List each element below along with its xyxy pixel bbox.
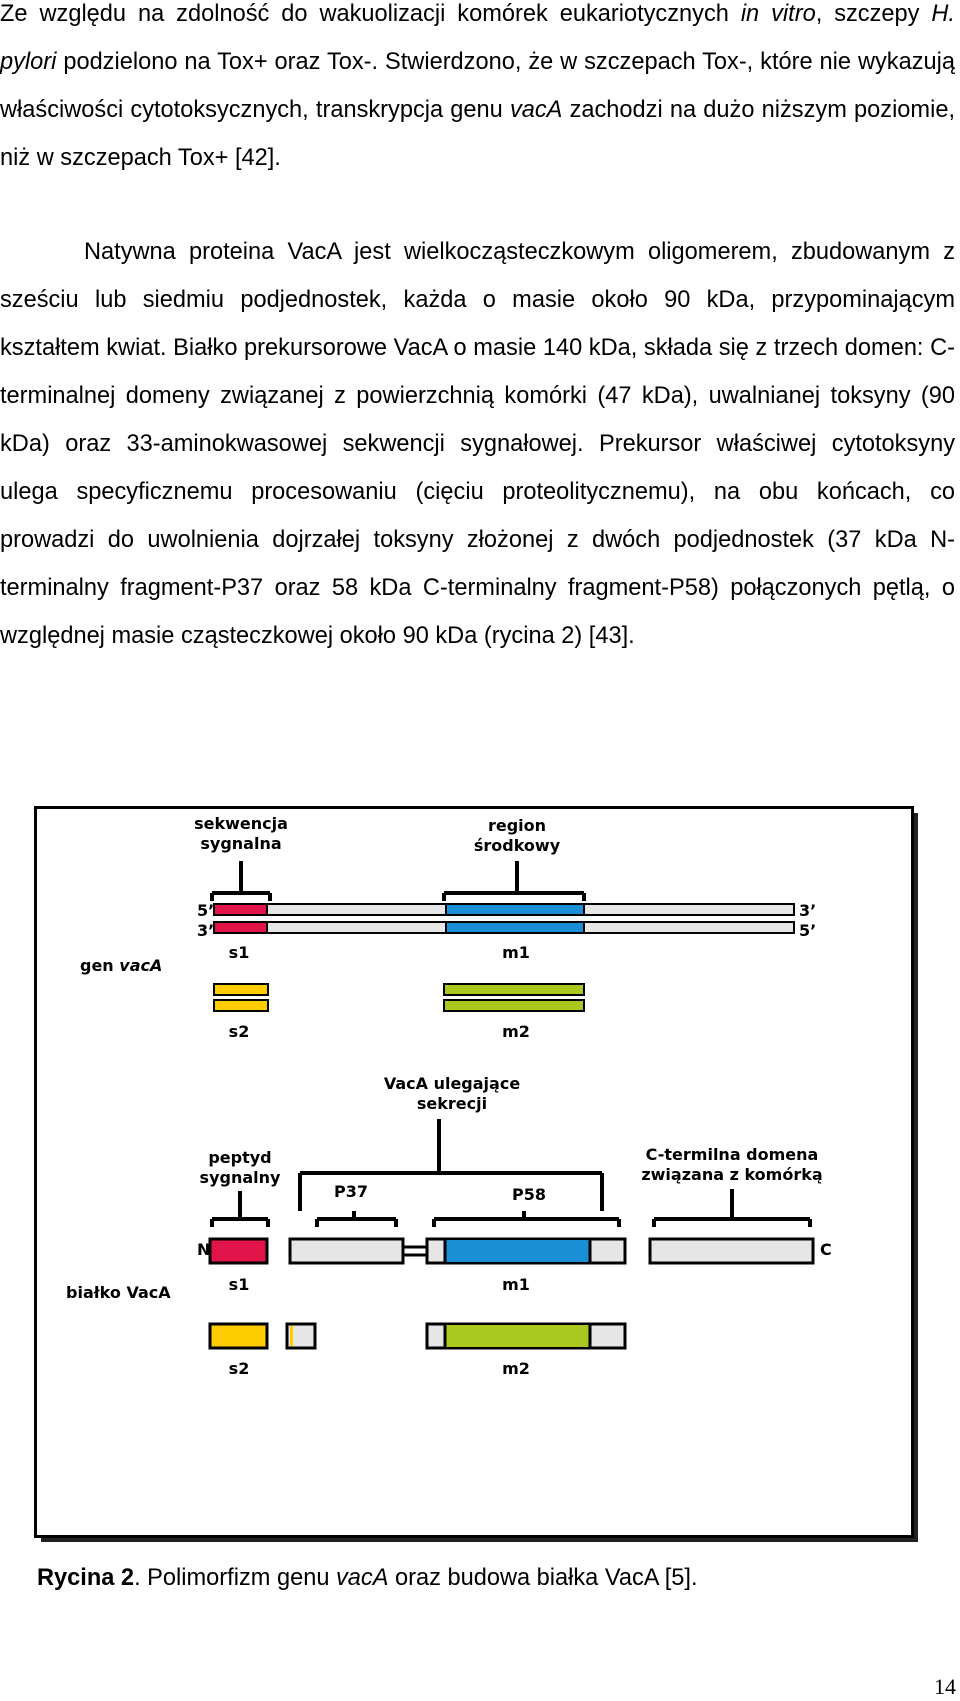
figure-caption: Rycina 2. Polimorfizm genu vacA oraz bud… xyxy=(37,1565,698,1592)
dna-m1-top xyxy=(446,905,584,914)
label-s1-gene: s1 xyxy=(229,943,250,962)
label-3prime-right: 3’ xyxy=(799,901,816,920)
bracket-p37 xyxy=(315,1211,398,1227)
gene-m2-top xyxy=(443,983,585,996)
label-secreted-1: VacA ulegające xyxy=(384,1074,520,1093)
label-p58: P58 xyxy=(512,1185,546,1204)
label-s1-protein: s1 xyxy=(229,1275,250,1294)
label-c-terminus: C xyxy=(820,1240,832,1259)
label-5prime-left: 5’ xyxy=(197,901,214,920)
text: podzielono na Tox+ oraz Tox-. Stwierdzon… xyxy=(0,49,955,123)
protein-cterm-domain xyxy=(648,1237,815,1265)
text-italic: vacA xyxy=(509,97,563,123)
paragraph-1: Ze względu na zdolność do wakuolizacji k… xyxy=(0,0,955,182)
protein-m1 xyxy=(446,1240,589,1262)
text-italic: in vitro xyxy=(740,1,816,27)
caption-gene: vacA xyxy=(336,1565,389,1591)
label-signal-seq-2: sygnalna xyxy=(200,834,281,853)
label-cterm-1: C-termilna domena xyxy=(646,1145,819,1164)
label-s2-gene: s2 xyxy=(229,1022,250,1041)
label-mid-region-2: środkowy xyxy=(474,836,561,855)
text: zachodzi na dużo niższym poziomie, niż w… xyxy=(0,97,956,171)
label-m1-gene: m1 xyxy=(502,943,530,962)
bracket-mid xyxy=(442,861,586,901)
label-signal-seq-1: sekwencja xyxy=(194,814,288,833)
protein-s1 xyxy=(208,1237,269,1265)
protein-m2 xyxy=(446,1325,589,1347)
label-protein-vaca: białko VacA xyxy=(66,1283,171,1302)
label-peptide-1: peptyd xyxy=(208,1148,271,1167)
dna-s1-top xyxy=(215,905,267,914)
caption-text: . Polimorfizm genu xyxy=(134,1565,336,1591)
label-n-terminus: N xyxy=(197,1240,210,1259)
page-number: 14 xyxy=(934,1674,956,1699)
dna-m1-bottom xyxy=(446,923,584,932)
label-3prime-left: 3’ xyxy=(197,921,214,940)
gene-s2-bottom xyxy=(213,999,269,1012)
text: , szczepy xyxy=(815,1,932,27)
protein-s2 xyxy=(208,1322,269,1350)
label-m2-protein: m2 xyxy=(502,1359,530,1378)
label-5prime-right: 5’ xyxy=(799,921,816,940)
label-s2-protein: s2 xyxy=(229,1359,250,1378)
text: Ze względu na zdolność do wakuolizacji k… xyxy=(0,1,741,27)
protein-p37 xyxy=(288,1237,405,1265)
bracket-peptide xyxy=(210,1191,270,1227)
bracket-p58 xyxy=(432,1211,621,1227)
dna-s1-bottom xyxy=(215,923,267,932)
bracket-cterm xyxy=(652,1189,812,1227)
label-m2-gene: m2 xyxy=(502,1022,530,1041)
label-cterm-2: związana z komórką xyxy=(641,1165,822,1184)
label-gene-vaca: gen vacA xyxy=(80,956,162,975)
label-secreted-2: sekrecji xyxy=(417,1094,487,1113)
label-peptide-2: sygnalny xyxy=(200,1168,281,1187)
label-p37: P37 xyxy=(334,1182,368,1201)
gene-m2-bottom xyxy=(443,999,585,1012)
paragraph-2: Natywna proteina VacA jest wielkocząstec… xyxy=(0,239,955,649)
label-mid-region-1: region xyxy=(488,816,546,835)
bracket-signal xyxy=(210,861,272,901)
label-m1-protein: m1 xyxy=(502,1275,530,1294)
caption-text: oraz budowa białka VacA [5]. xyxy=(388,1565,698,1591)
protein-s2-residue xyxy=(290,1326,293,1346)
figure-vaca-diagram: sekwencja sygnalna region środkowy 5’ 3’… xyxy=(34,806,918,1542)
gene-s2-top xyxy=(213,983,269,996)
bracket-secreted xyxy=(298,1119,604,1211)
caption-label: Rycina 2 xyxy=(37,1565,135,1591)
text-italic: H. pylori xyxy=(0,1,955,75)
